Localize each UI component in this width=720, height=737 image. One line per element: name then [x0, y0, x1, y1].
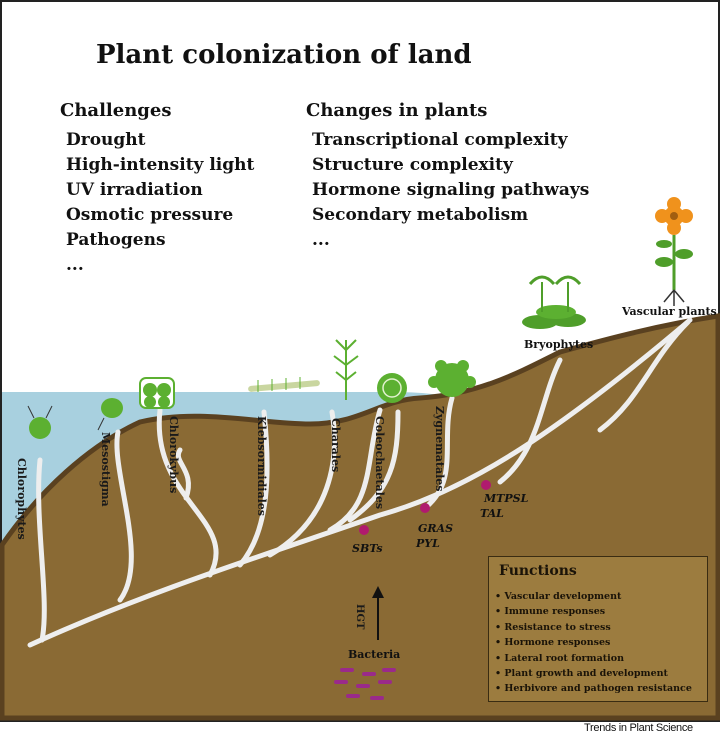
change-item: Structure complexity	[312, 155, 513, 175]
journal-footer: Trends in Plant Science	[584, 722, 693, 734]
bacterium	[382, 668, 396, 672]
branch-chlorophytes	[36, 457, 47, 643]
branch-chlorokybus-b	[175, 447, 191, 501]
challenge-item: High-intensity light	[66, 155, 255, 175]
challenge-item: ...	[66, 255, 84, 275]
hgt-label: HGT	[354, 604, 365, 630]
functions-list: • Vascular development • Immune response…	[495, 589, 692, 697]
lineage-charales: Charales	[329, 418, 342, 473]
function-item: • Hormone responses	[495, 637, 611, 649]
branch-coleochaetales	[327, 407, 383, 533]
branch-charales	[267, 409, 337, 558]
bacteria-cluster	[334, 668, 396, 700]
node-sbts	[359, 525, 369, 535]
gene-pyl: PYL	[416, 537, 440, 550]
function-item: • Resistance to stress	[495, 621, 611, 633]
function-item: • Plant growth and development	[495, 667, 668, 679]
gene-sbts: SBTs	[352, 542, 383, 555]
label-bryophytes: Bryophytes	[524, 338, 594, 351]
vascular-plant-organism	[655, 197, 693, 306]
function-item: • Vascular development	[495, 591, 622, 602]
branch-bryophytes	[497, 357, 563, 485]
lineage-chlorophytes: Chlorophytes	[15, 458, 28, 540]
figure-title: Plant colonization of land	[96, 40, 472, 70]
klebsormidium-filament	[248, 377, 320, 392]
bacterium	[356, 684, 370, 688]
branch-coleochaetales-b	[347, 409, 401, 523]
bacterium	[334, 680, 348, 684]
chlorophyte-organism	[27, 405, 53, 439]
challenges-list: Drought High-intensity light UV irradiat…	[66, 128, 254, 278]
branch-klebsormidiales	[237, 409, 270, 568]
changes-heading: Changes in plants	[306, 100, 488, 121]
branch-zygnematales	[422, 395, 455, 511]
phylogenetic-tree	[27, 317, 693, 648]
node-gras-pyl	[420, 503, 430, 513]
challenge-item: Osmotic pressure	[66, 205, 234, 225]
function-item: • Herbivore and pathogen resistance	[495, 683, 692, 695]
bacterium	[340, 668, 354, 672]
gene-mtpsl: MTPSL	[484, 492, 529, 505]
challenge-item: Drought	[66, 130, 146, 150]
change-item: Hormone signaling pathways	[312, 180, 590, 200]
branch-chlorokybus	[156, 407, 219, 578]
hgt-arrow-head	[372, 586, 384, 598]
challenge-item: UV irradiation	[66, 180, 203, 200]
change-item: ...	[312, 230, 330, 250]
mesostigma-organism	[97, 398, 123, 431]
lineage-chlorokybus: Chlorokybus	[167, 416, 180, 494]
bryophyte-organism	[522, 275, 586, 329]
node-mtpsl-tal	[481, 480, 491, 490]
branch-vascular	[597, 319, 691, 433]
zygnema-organism	[428, 360, 476, 397]
changes-list: Transcriptional complexity Structure com…	[312, 128, 589, 253]
bacterium	[362, 672, 376, 676]
change-item: Secondary metabolism	[312, 205, 529, 225]
lineage-mesostigma: Mesostigma	[99, 432, 112, 507]
function-item: • Lateral root formation	[495, 652, 624, 664]
gene-gras: GRAS	[418, 522, 454, 535]
bacterium	[346, 694, 360, 698]
function-item: • Immune responses	[495, 606, 606, 618]
challenges-heading: Challenges	[60, 100, 172, 121]
functions-heading: Functions	[499, 563, 577, 579]
lineage-klebsormidiales: Klebsormidiales	[255, 416, 268, 516]
bacterium	[378, 680, 392, 684]
coleochaete-organism	[377, 373, 407, 403]
challenge-item: Pathogens	[66, 230, 166, 250]
trunk-branch	[27, 317, 693, 648]
chara-organism	[333, 339, 359, 400]
functions-box: Functions • Vascular development • Immun…	[488, 556, 708, 702]
lineage-zygnematales: Zygnematales	[433, 406, 446, 492]
lineage-coleochaetales: Coleochaetales	[373, 416, 386, 510]
label-vascular-plants: Vascular plants	[622, 305, 717, 318]
gene-tal: TAL	[480, 507, 504, 520]
branch-mesostigma	[114, 429, 134, 603]
change-item: Transcriptional complexity	[312, 130, 568, 150]
bacteria-label: Bacteria	[348, 648, 401, 661]
chlorokybus-organism	[139, 377, 175, 409]
bacterium	[370, 696, 384, 700]
